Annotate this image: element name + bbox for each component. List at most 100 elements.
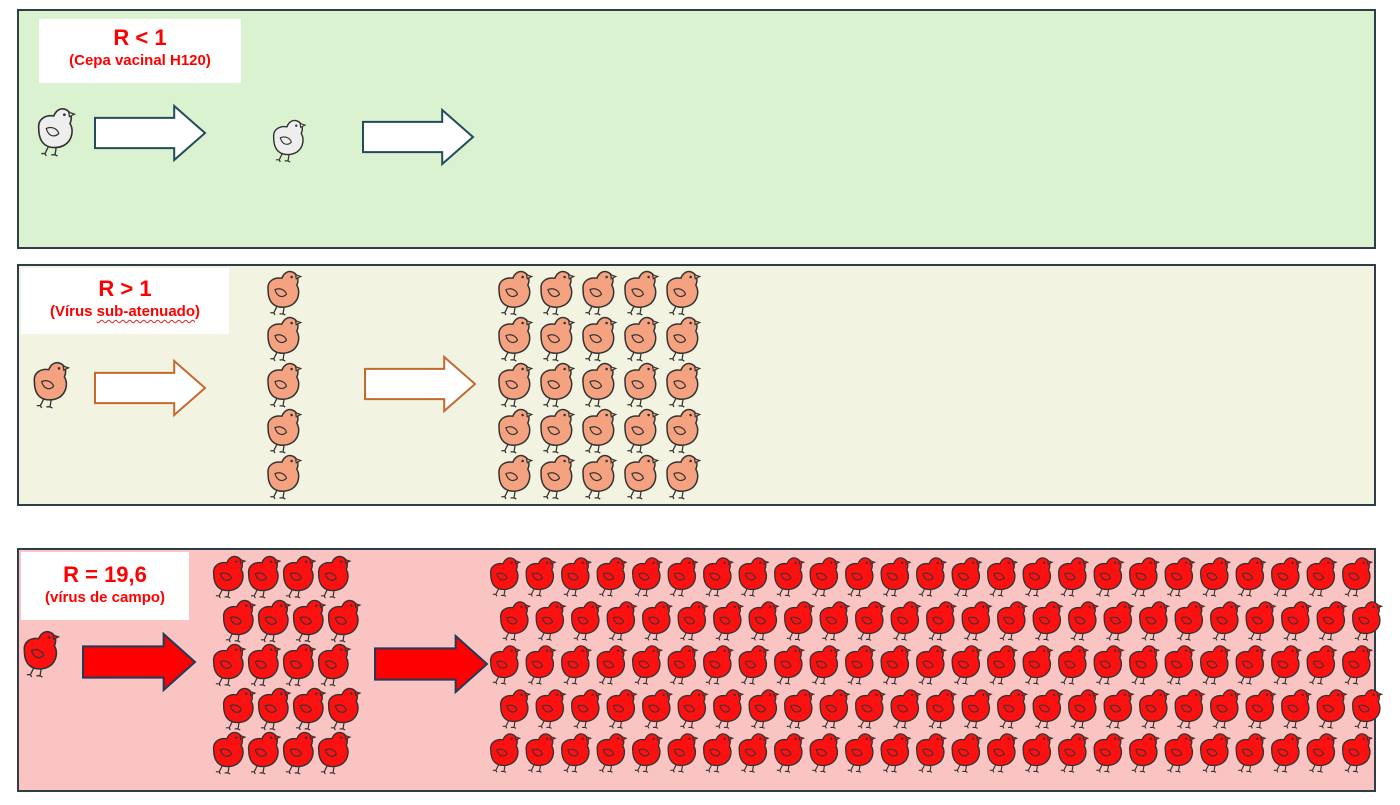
p3-gen2-chick-93 xyxy=(1103,689,1135,729)
p3-gen1-chick-9 xyxy=(212,643,247,687)
p3-gen2-chick-31 xyxy=(677,601,709,641)
p3-gen2-chick-66 xyxy=(1022,645,1054,685)
p3-gen2-chick-100 xyxy=(1352,689,1384,729)
p3-gen2-chick-64 xyxy=(951,645,983,685)
p3-gen2-chick-96 xyxy=(1210,689,1242,729)
p3-gen2-chick-71 xyxy=(1200,645,1232,685)
p2-gen2-chick-12 xyxy=(540,362,576,408)
p3-gen2-chick-27 xyxy=(535,601,567,641)
p2-gen2-chick-22 xyxy=(540,454,576,500)
p3-gen2-chick-97 xyxy=(1245,689,1277,729)
p3-gen2-chick-77 xyxy=(535,689,567,729)
p3-gen2-chick-32 xyxy=(713,601,745,641)
p3-gen1-chick-2 xyxy=(247,555,282,599)
p3-gen2-chick-46 xyxy=(1210,601,1242,641)
p3-gen2-chick-23 xyxy=(1271,557,1303,597)
p2-gen1-chick-4 xyxy=(267,408,303,454)
p3-gen2-chick-112 xyxy=(880,733,912,773)
p3-gen2-chick-80 xyxy=(642,689,674,729)
p3-gen2-chick-5 xyxy=(632,557,664,597)
p3-gen2-chick-6 xyxy=(667,557,699,597)
p3-gen2-chick-72 xyxy=(1235,645,1267,685)
p3-gen1-chick-15 xyxy=(292,687,327,731)
p3-gen2-chick-51 xyxy=(490,645,522,685)
label-main: R = 19,6 xyxy=(63,562,147,587)
p3-gen2-chick-39 xyxy=(961,601,993,641)
p3-gen2-chick-73 xyxy=(1271,645,1303,685)
p3-gen2-chick-117 xyxy=(1058,733,1090,773)
p2-gen2-chick-19 xyxy=(624,408,660,454)
p3-gen2-chick-74 xyxy=(1306,645,1338,685)
panel-r-less-1: R < 1 (Cepa vacinal H120) xyxy=(17,9,1376,249)
p3-gen2-chick-7 xyxy=(703,557,735,597)
p3-gen2-chick-107 xyxy=(703,733,735,773)
p3-gen1-chick-3 xyxy=(282,555,317,599)
p3-gen2-chick-114 xyxy=(951,733,983,773)
p3-gen2-chick-79 xyxy=(606,689,638,729)
p3-gen2-chick-13 xyxy=(916,557,948,597)
p3-arrow-2-icon xyxy=(374,633,489,695)
label-main: R > 1 xyxy=(98,276,152,301)
p3-gen2-chick-116 xyxy=(1022,733,1054,773)
p3-gen2-chick-68 xyxy=(1093,645,1125,685)
p2-gen2-chick-20 xyxy=(666,408,702,454)
p3-gen2-chick-104 xyxy=(596,733,628,773)
p3-gen1-chick-12 xyxy=(317,643,352,687)
p3-gen2-chick-113 xyxy=(916,733,948,773)
p3-gen2-chick-90 xyxy=(997,689,1029,729)
p3-gen2-chick-57 xyxy=(703,645,735,685)
p3-gen2-chick-35 xyxy=(819,601,851,641)
p3-gen2-chick-53 xyxy=(561,645,593,685)
p3-gen1-chick-5 xyxy=(222,599,257,643)
p3-gen2-chick-82 xyxy=(713,689,745,729)
p3-gen2-chick-94 xyxy=(1139,689,1171,729)
p3-gen2-chick-37 xyxy=(890,601,922,641)
p3-gen2-chick-109 xyxy=(774,733,806,773)
p3-gen2-chick-121 xyxy=(1200,733,1232,773)
p3-gen2-chick-54 xyxy=(596,645,628,685)
p2-gen2-chick-4 xyxy=(624,270,660,316)
p3-gen2-chick-17 xyxy=(1058,557,1090,597)
p3-gen2-chick-118 xyxy=(1093,733,1125,773)
p3-gen2-chick-9 xyxy=(774,557,806,597)
p3-gen1-chick-13 xyxy=(222,687,257,731)
p3-gen2-chick-125 xyxy=(1342,733,1374,773)
p3-gen2-chick-48 xyxy=(1281,601,1313,641)
p3-gen2-chick-108 xyxy=(738,733,770,773)
p3-gen2-chick-36 xyxy=(855,601,887,641)
p3-gen2-chick-4 xyxy=(596,557,628,597)
p2-gen2-chick-11 xyxy=(498,362,534,408)
p2-gen2-chick-18 xyxy=(582,408,618,454)
p3-gen2-chick-81 xyxy=(677,689,709,729)
p3-gen1-chick-17 xyxy=(212,731,247,775)
p3-gen2-chick-89 xyxy=(961,689,993,729)
p3-gen2-chick-58 xyxy=(738,645,770,685)
p2-gen2-chick-9 xyxy=(624,316,660,362)
p3-gen1-chick-14 xyxy=(257,687,292,731)
p3-gen2-chick-105 xyxy=(632,733,664,773)
label-r-19-6: R = 19,6 (vírus de campo) xyxy=(21,552,189,620)
label-sub: (Cepa vacinal H120) xyxy=(69,52,211,69)
p3-source-chick xyxy=(23,630,61,678)
p3-gen2-chick-16 xyxy=(1022,557,1054,597)
p3-gen2-chick-62 xyxy=(880,645,912,685)
p3-gen2-chick-18 xyxy=(1093,557,1125,597)
p3-gen2-chick-26 xyxy=(500,601,532,641)
p3-gen2-chick-59 xyxy=(774,645,806,685)
p3-gen2-chick-20 xyxy=(1164,557,1196,597)
p3-gen2-chick-111 xyxy=(845,733,877,773)
p2-gen2-chick-8 xyxy=(582,316,618,362)
p3-gen2-chick-50 xyxy=(1352,601,1384,641)
p3-gen2-chick-115 xyxy=(987,733,1019,773)
p2-gen2-chick-3 xyxy=(582,270,618,316)
p3-gen1-chick-10 xyxy=(247,643,282,687)
p3-gen2-chick-84 xyxy=(784,689,816,729)
p3-gen1-chick-18 xyxy=(247,731,282,775)
p3-gen2-chick-69 xyxy=(1129,645,1161,685)
p2-gen2-chick-5 xyxy=(666,270,702,316)
p3-gen2-chick-106 xyxy=(667,733,699,773)
p3-gen2-chick-29 xyxy=(606,601,638,641)
p3-gen2-chick-42 xyxy=(1068,601,1100,641)
p3-gen2-chick-61 xyxy=(845,645,877,685)
p3-gen2-chick-98 xyxy=(1281,689,1313,729)
